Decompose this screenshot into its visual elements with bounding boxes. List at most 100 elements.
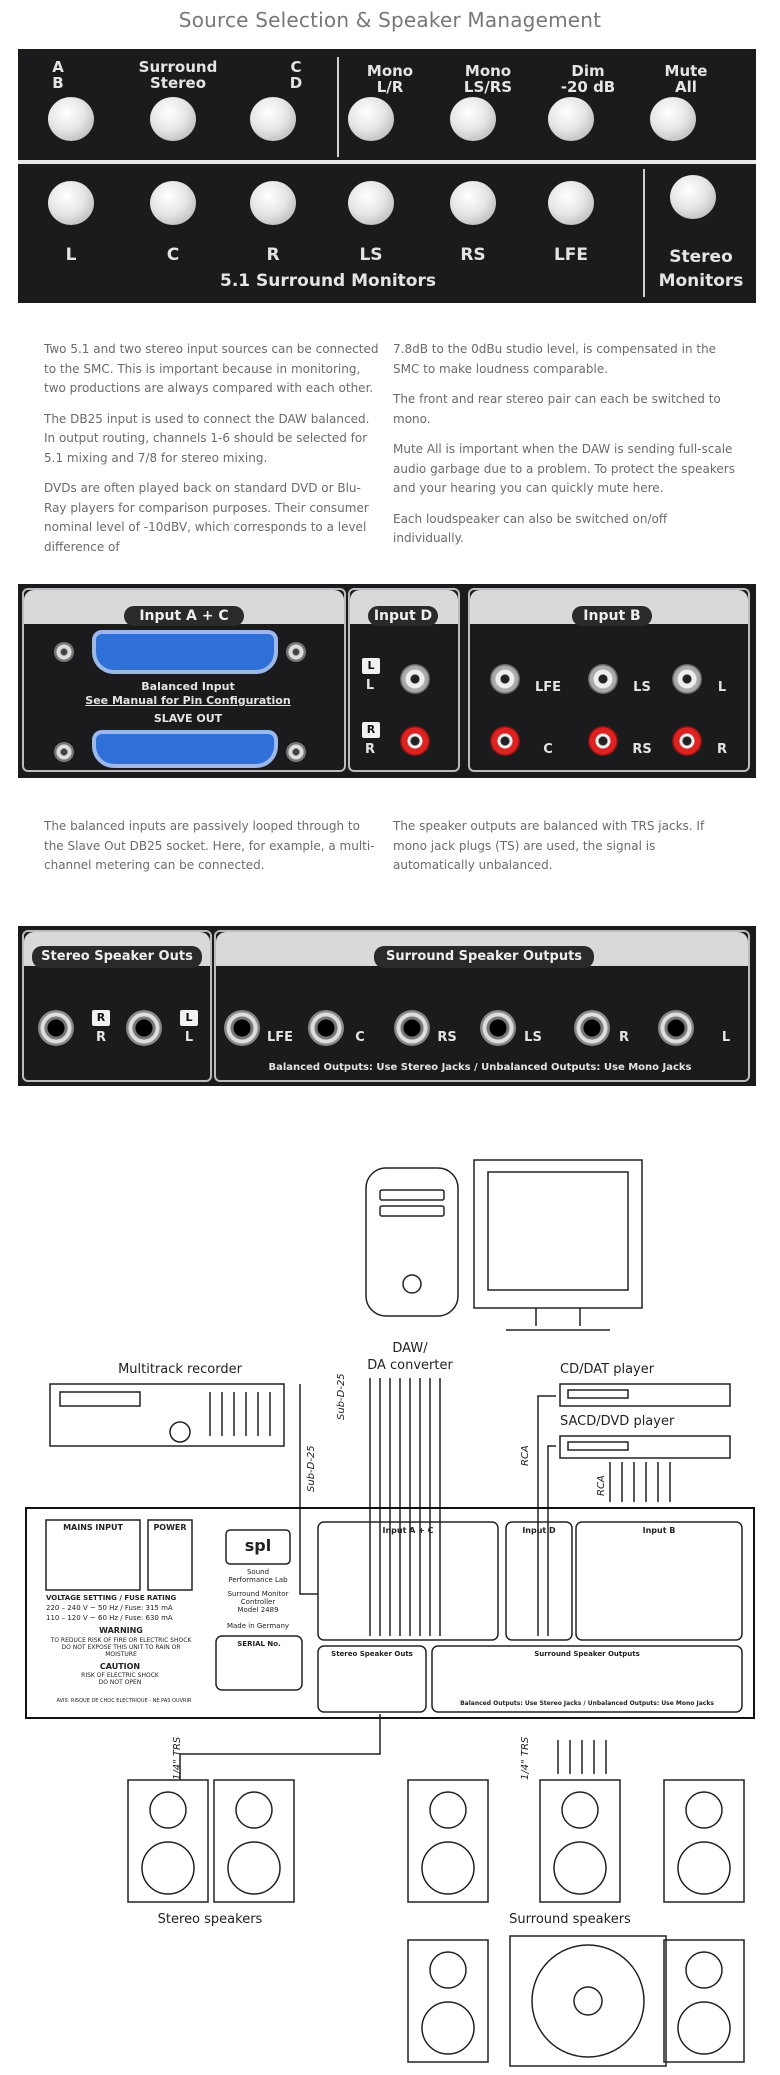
caution-text: RISK OF ELECTRIC SHOCK DO NOT OPEN [81,1672,159,1686]
surround-outs-label: Surround Speaker Outputs [374,946,594,968]
trs-jack-stereo-l[interactable] [126,1010,162,1046]
input-d-label: Input D [522,1526,556,1535]
rca-label: RCA [520,1445,531,1466]
trs-jack-l[interactable] [658,1010,694,1046]
warning-text: TO REDUCE RISK OF FIRE OR ELECTRIC SHOCK… [50,1637,192,1658]
model-label: Surround Monitor Controller Model 2489 [227,1590,289,1614]
db25-slave-out-connector[interactable] [92,730,278,768]
outputs-footer: Balanced Outputs: Use Stereo Jacks / Unb… [268,1062,692,1073]
channel-badge: L [180,1010,198,1026]
text-column-left: Two 5.1 and two stereo input sources can… [44,340,379,568]
button-stereo-monitors[interactable] [670,175,716,219]
voltage-110: 110 – 120 V ~ 60 Hz / Fuse: 630 mA [46,1614,173,1622]
surround-outs-section [214,930,750,1082]
label-ab: A B [52,58,64,92]
label-mute: Mute All [664,62,708,96]
paragraph: The balanced inputs are passively looped… [44,819,375,872]
input-ac-section [22,588,346,772]
speaker-label: C [166,245,180,265]
trs-jack-r[interactable] [574,1010,610,1046]
channel-label: LFE [534,680,562,695]
button-speaker-c[interactable] [150,181,196,225]
button-speaker-rs[interactable] [450,181,496,225]
channel-r-badge: R [362,722,380,738]
surround-speaker-r [663,1779,745,1903]
caution-label: CAUTION [99,1662,141,1671]
button-mono-lsrs[interactable] [450,97,496,141]
trs-jack-ls[interactable] [480,1010,516,1046]
channel-label: LS [524,1030,542,1045]
trs-label: 1/4" TRS [520,1736,531,1780]
channel-label: L [365,678,375,693]
rca-label: RCA [596,1475,607,1496]
stereo-speaker-l [127,1779,209,1903]
rca-input-b-c[interactable] [490,726,520,756]
stereo-outs-label: Stereo Speaker Outs [32,946,202,968]
channel-label: C [355,1030,365,1045]
screw [286,642,306,662]
label-cd: C D [289,58,303,92]
button-speaker-lfe[interactable] [548,181,594,225]
button-mute-all[interactable] [650,97,696,141]
trs-jack-stereo-r[interactable] [38,1010,74,1046]
channel-label: LFE [266,1030,294,1045]
button-ab[interactable] [48,97,94,141]
stereo-outs-section [22,930,212,1082]
rca-input-b-l[interactable] [672,664,702,694]
daw-label: DAW/ DA converter [367,1341,453,1373]
button-cd[interactable] [250,97,296,141]
paragraph: 7.8dB to the 0dBu studio level, is compe… [393,342,717,376]
made-in-label: Made in Germany [226,1622,290,1630]
channel-badge: R [92,1010,110,1026]
button-speaker-l[interactable] [48,181,94,225]
button-mono-lr[interactable] [348,97,394,141]
rca-input-b-r[interactable] [672,726,702,756]
diagram-drawing [25,1159,755,2067]
surround-speaker-rs [663,1939,745,2063]
rca-input-b-ls[interactable] [588,664,618,694]
power-label: POWER [153,1523,187,1532]
avis-text: AVIS: RISQUE DE CHOC ELECTRIQUE - NE PAS… [56,1698,192,1704]
rca-input-b-rs[interactable] [588,726,618,756]
trs-jack-c[interactable] [308,1010,344,1046]
stereo-outs-label: Stereo Speaker Outs [331,1650,413,1658]
channel-label: RS [437,1030,457,1045]
surround-monitors-label: 5.1 Surround Monitors [220,271,436,291]
cd-dat-player [559,1383,731,1407]
text-column-right: 7.8dB to the 0dBu studio level, is compe… [393,340,738,560]
sacd-dvd-player [559,1435,731,1459]
trs-jack-lfe[interactable] [224,1010,260,1046]
paragraph: The front and rear stereo pair can each … [393,392,721,426]
monitor-buttons-panel: A B Surround Stereo C D Mono L/R Mono LS… [18,49,756,303]
panel-divider [337,57,339,157]
speaker-label: R [266,245,280,265]
subd25-label: Sub-D-25 [306,1445,317,1492]
speaker-label: LFE [553,245,589,265]
stereo-speakers-label: Stereo speakers [157,1912,263,1927]
spl-name: Sound Performance Lab [228,1568,288,1584]
channel-label: R [95,1030,106,1045]
channel-label: R [618,1030,629,1045]
paragraph: Two 5.1 and two stereo input sources can… [44,342,379,395]
speaker-label: L [65,245,77,265]
button-surround-stereo[interactable] [150,97,196,141]
trs-jack-rs[interactable] [394,1010,430,1046]
cd-dat-label: CD/DAT player [560,1362,655,1377]
surround-speaker-c [539,1779,621,1903]
button-speaker-r[interactable] [250,181,296,225]
warning-label: WARNING [99,1626,143,1635]
channel-label: LS [633,680,651,695]
rca-input-d-l[interactable] [400,664,430,694]
screw [54,742,74,762]
button-speaker-ls[interactable] [348,181,394,225]
input-b-label: Input B [642,1526,676,1535]
rca-input-b-lfe[interactable] [490,664,520,694]
panel-divider [643,169,645,297]
db25-input-connector[interactable] [92,630,278,674]
outputs-footer: Balanced Outputs: Use Stereo Jacks / Unb… [460,1700,714,1707]
multitrack-label: Multitrack recorder [118,1362,242,1377]
button-dim[interactable] [548,97,594,141]
label-mono-lr: Mono L/R [366,62,414,96]
rca-input-d-r[interactable] [400,726,430,756]
multitrack-recorder [49,1383,285,1447]
